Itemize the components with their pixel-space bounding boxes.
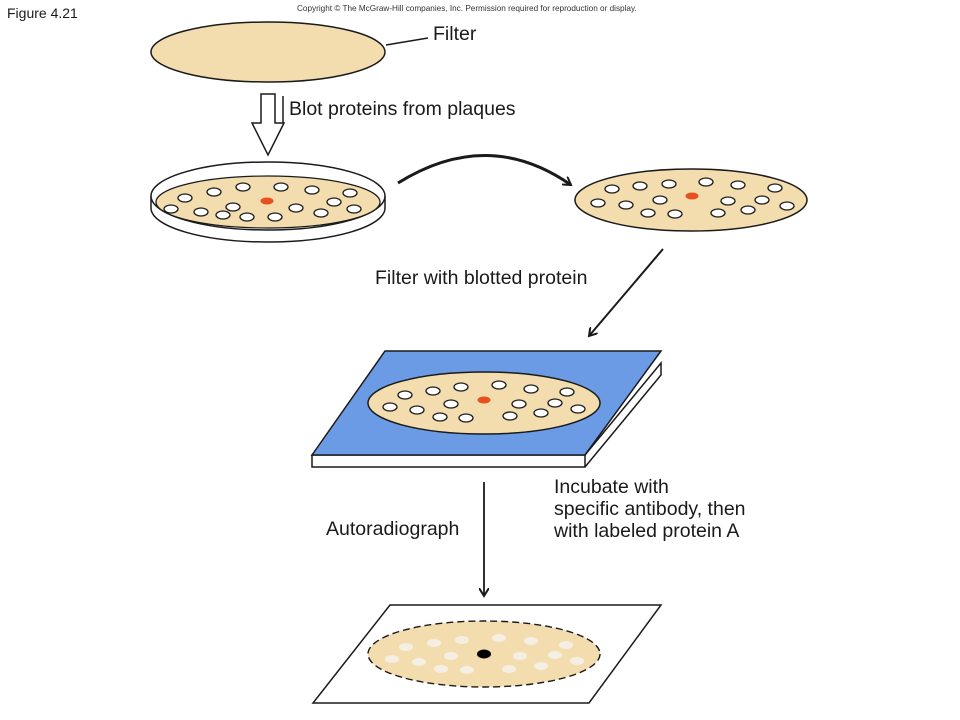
plaque (491, 380, 507, 390)
plaque (740, 205, 756, 215)
petri-dish (150, 161, 386, 243)
plaque (652, 195, 668, 205)
faint-plaque (492, 634, 506, 642)
incubate-line: with labeled protein A (554, 520, 740, 542)
incubate-step-label: Incubate with specific antibody, then wi… (554, 476, 746, 542)
faint-plaque (444, 652, 458, 660)
copyright-notice: Copyright © The McGraw-Hill companies, I… (297, 4, 637, 13)
incubation-arrow (589, 248, 664, 336)
plaque (206, 187, 222, 197)
plaque (632, 181, 648, 191)
plaque (304, 185, 320, 195)
plaque (720, 196, 736, 206)
plaque (239, 212, 255, 222)
highlighted-plaque (477, 396, 491, 404)
faint-plaque (385, 655, 399, 663)
blotted-filter-label: Filter with blotted protein (375, 267, 588, 289)
plaque (163, 204, 179, 214)
plaque (313, 208, 329, 218)
faint-plaque (502, 665, 516, 673)
faint-plaque (460, 666, 474, 674)
plaque (193, 207, 209, 217)
plaque (458, 413, 474, 423)
plaque (730, 180, 746, 190)
plaque (523, 384, 539, 394)
faint-plaque (513, 652, 527, 660)
plaque (533, 408, 549, 418)
faint-plaque (548, 651, 562, 659)
figure-label: Figure 4.21 (7, 5, 78, 21)
plaque (570, 404, 586, 414)
highlighted-plaque (260, 197, 274, 205)
plaque (754, 195, 770, 205)
plaque (453, 382, 469, 392)
filter-leader-line (385, 37, 429, 46)
faint-plaque (559, 641, 573, 649)
plaque (288, 203, 304, 213)
plaque (661, 179, 677, 189)
plaque (432, 412, 448, 422)
blot-arrow (250, 93, 286, 157)
plaque (710, 208, 726, 218)
autoradiograph-label: Autoradiograph (326, 518, 460, 540)
plaque (618, 200, 634, 210)
plaque (177, 193, 193, 203)
plaque (779, 201, 795, 211)
plaque (547, 398, 563, 408)
blank-filter (150, 21, 429, 83)
plaque (640, 208, 656, 218)
plaque (502, 411, 518, 421)
autoradiograph-film (311, 604, 663, 704)
plaque (409, 405, 425, 415)
plaque (326, 197, 342, 207)
incubate-line: Incubate with (554, 476, 669, 498)
faint-plaque (455, 636, 469, 644)
plaque (382, 402, 398, 412)
plaque (443, 399, 459, 409)
plaque (511, 399, 527, 409)
transfer-arrow (397, 154, 571, 187)
plaque (235, 182, 251, 192)
plaque (604, 184, 620, 194)
blotted-filter (574, 168, 808, 232)
plaque (346, 204, 362, 214)
plaque (698, 177, 714, 187)
highlighted-plaque (685, 192, 699, 200)
plaque (590, 198, 606, 208)
faint-plaque (399, 643, 413, 651)
plaque (425, 386, 441, 396)
faint-plaque (434, 665, 448, 673)
faint-plaque (570, 657, 584, 665)
plaque (267, 212, 283, 222)
plaque (225, 202, 241, 212)
plaque (397, 390, 413, 400)
blot-step-label: Blot proteins from plaques (289, 98, 516, 120)
incubate-line: specific antibody, then (554, 498, 746, 520)
plaque (667, 209, 683, 219)
faint-plaque (534, 662, 548, 670)
plaque (767, 183, 783, 193)
plaque (273, 182, 289, 192)
plaque (559, 387, 575, 397)
faint-plaque (412, 658, 426, 666)
faint-plaque (427, 639, 441, 647)
filter-label: Filter (433, 23, 477, 45)
signal-spot (477, 649, 491, 659)
plaque (215, 210, 231, 220)
faint-plaque (524, 637, 538, 645)
plaque (342, 188, 358, 198)
incubation-tray (310, 350, 663, 468)
